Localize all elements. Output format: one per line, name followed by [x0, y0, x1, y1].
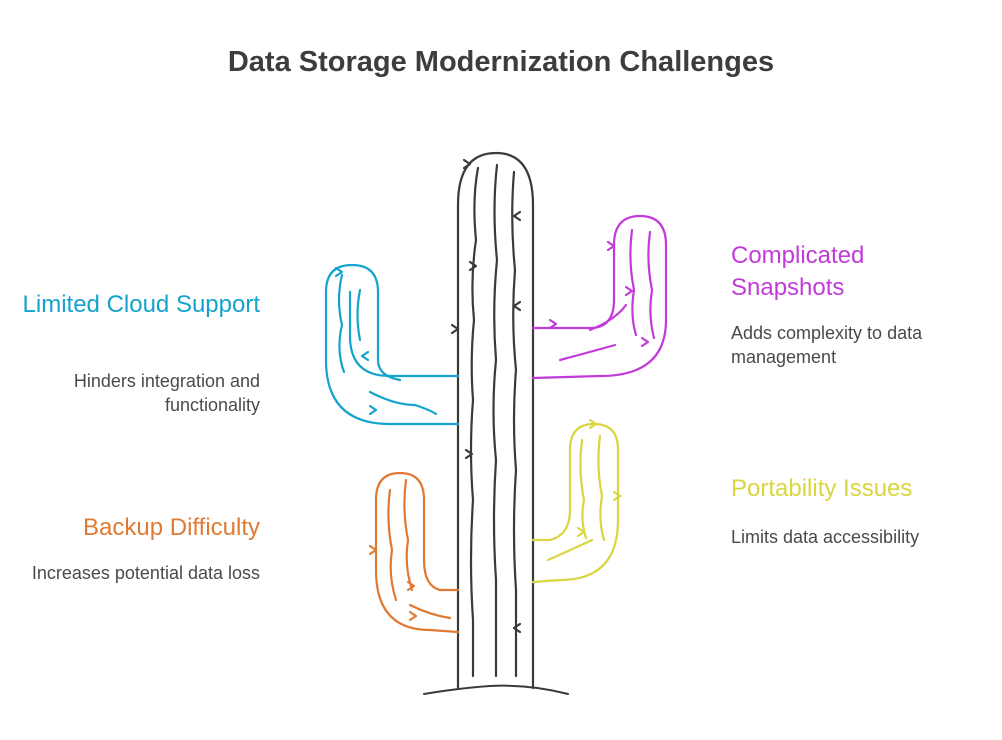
- ground-line: [423, 684, 569, 695]
- cactus-trunk: [450, 151, 535, 690]
- backup-difficulty-description: Increases potential data loss: [31, 563, 260, 583]
- backup-difficulty-label: Backup Difficulty: [83, 514, 260, 541]
- snapshots-branch: [531, 214, 668, 380]
- cloud-support-description: Hinders integration and functionality: [73, 371, 260, 415]
- cloud-branch: [324, 263, 460, 426]
- cloud-support-label: Limited Cloud Support: [22, 291, 260, 318]
- backup-branch: [368, 471, 460, 634]
- portability-issues-label: Portability Issues: [731, 475, 913, 502]
- complicated-snapshots-description: Adds complexity to data management: [731, 323, 923, 367]
- portability-issues-description: Limits data accessibility: [731, 527, 920, 547]
- complicated-snapshots-label: Complicated Snapshots: [731, 242, 865, 301]
- portability-branch: [531, 418, 622, 584]
- page-title: Data Storage Modernization Challenges: [227, 46, 775, 78]
